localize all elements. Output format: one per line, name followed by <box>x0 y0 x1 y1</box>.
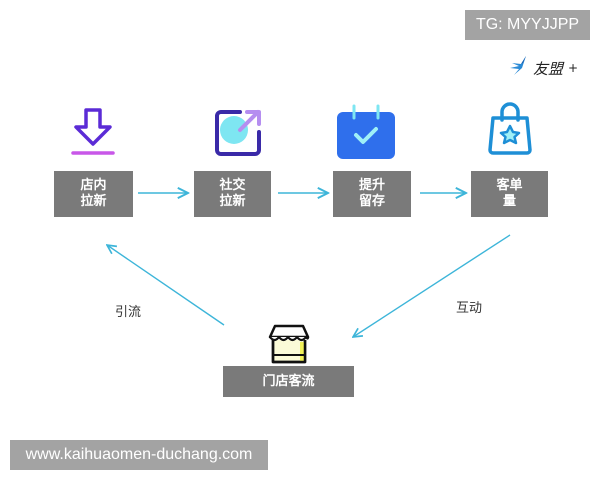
hub-box-store-traffic: 门店客流 <box>223 366 354 397</box>
step-label-line1: 提升 <box>358 178 385 193</box>
step-box-retention: 提升 留存 <box>333 171 411 217</box>
tg-watermark: TG: MYYJJPP <box>465 10 590 40</box>
arrow-hub-to-step1 <box>107 245 225 326</box>
arrow-step4-to-hub <box>353 234 511 337</box>
step-box-store-acquisition: 店内 拉新 <box>54 171 133 217</box>
download-arrow-icon <box>71 107 115 161</box>
hub-label: 门店客流 <box>262 373 315 389</box>
step-label-line2: 拉新 <box>219 194 246 209</box>
step-label-line1: 店内 <box>80 178 107 193</box>
watermark-url: www.kaihuaomen-duchang.com <box>25 446 253 463</box>
calendar-check-icon <box>336 104 396 164</box>
step-box-social-acquisition: 社交 拉新 <box>194 171 271 217</box>
step-label-line2: 量 <box>502 194 516 209</box>
site-watermark: www.kaihuaomen-duchang.com <box>10 440 268 470</box>
bird-wing-logo-icon <box>508 55 530 81</box>
step-label-line1: 社交 <box>219 178 246 193</box>
share-external-icon <box>214 108 264 162</box>
logo-suffix: + <box>568 61 579 75</box>
step-box-order-volume: 客单 量 <box>471 171 548 217</box>
umeng-logo: 友盟 + <box>508 56 578 80</box>
step-label-line1: 客单 <box>496 178 523 193</box>
edge-label-interaction: 互动 <box>456 301 483 316</box>
edge-label-traffic: 引流 <box>115 305 142 320</box>
step-label-line2: 留存 <box>358 194 385 209</box>
logo-text: 友盟 <box>533 59 564 78</box>
step-label-line2: 拉新 <box>80 194 107 209</box>
tg-label: TG: MYYJJPP <box>475 16 580 33</box>
storefront-icon <box>267 324 311 370</box>
shopping-bag-star-icon <box>487 102 533 160</box>
